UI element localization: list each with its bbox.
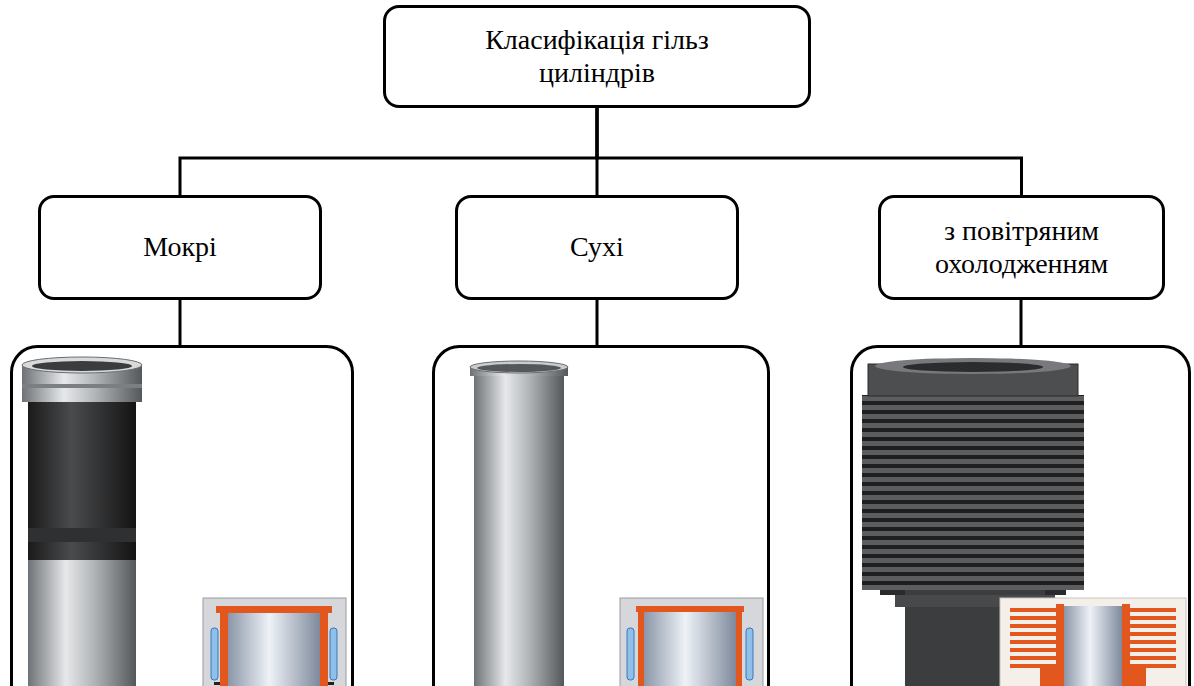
wet-liner-photo <box>22 357 142 686</box>
tree-connector <box>597 108 1022 195</box>
liner-lower <box>28 560 136 686</box>
dry-liner-photo <box>470 361 568 686</box>
seal-ring <box>328 682 334 685</box>
coolant-jacket <box>746 628 753 680</box>
section-frame <box>620 598 763 686</box>
section-base <box>1130 668 1146 686</box>
cylinder-top <box>875 358 1071 374</box>
box-label: з повітряним охолодженням <box>897 215 1147 279</box>
section-fins <box>1130 606 1176 668</box>
air-cooled-section <box>1000 598 1186 686</box>
section-frame <box>1000 598 1186 686</box>
picture-frame <box>434 347 769 686</box>
section-wall <box>220 610 228 686</box>
liner-body <box>474 368 564 686</box>
section-wall <box>638 610 644 686</box>
box-label: Сухі <box>570 231 624 263</box>
dry-liner-section <box>620 598 763 686</box>
box-label: Класифікація гільз циліндрів <box>437 24 757 88</box>
section-bore <box>644 612 736 686</box>
wet-liner-section <box>203 598 346 686</box>
section-flange <box>216 606 332 613</box>
liner-rim <box>470 361 568 373</box>
cooling-fins <box>862 395 1084 590</box>
leader-line <box>1020 300 1023 346</box>
section-wall <box>320 610 328 686</box>
category-box: Сухі <box>455 195 739 300</box>
seal-ring <box>214 682 220 685</box>
collar-groove <box>22 384 142 388</box>
picture-frame <box>852 347 1190 686</box>
liner-body <box>28 398 136 568</box>
cylinder-bore <box>903 362 1043 372</box>
coolant-jacket <box>211 628 218 680</box>
root-box: Класифікація гільз циліндрів <box>383 5 811 108</box>
box-label: Мокрі <box>143 231 217 263</box>
section-fins <box>1010 606 1056 668</box>
section-flange <box>636 606 744 612</box>
picture-frame <box>12 347 353 686</box>
section-base <box>1040 668 1056 686</box>
leader-line <box>179 300 182 346</box>
section-bore <box>1064 606 1122 686</box>
leader-line <box>596 300 599 346</box>
coolant-jacket <box>330 628 337 680</box>
coolant-jacket <box>627 628 634 680</box>
section-frame <box>203 598 346 686</box>
category-box: Мокрі <box>38 195 322 300</box>
liner-band <box>28 528 136 542</box>
liner-rim <box>22 357 142 373</box>
air-cooled-cylinder-photo <box>862 358 1084 686</box>
section-wall <box>1122 604 1130 686</box>
section-bore <box>228 612 320 686</box>
section-wall <box>1056 604 1064 686</box>
section-wall <box>736 610 742 686</box>
liner-bore <box>477 364 561 372</box>
liner-bore <box>32 361 132 371</box>
tree-connector <box>180 108 597 195</box>
category-box: з повітряним охолодженням <box>878 195 1165 300</box>
